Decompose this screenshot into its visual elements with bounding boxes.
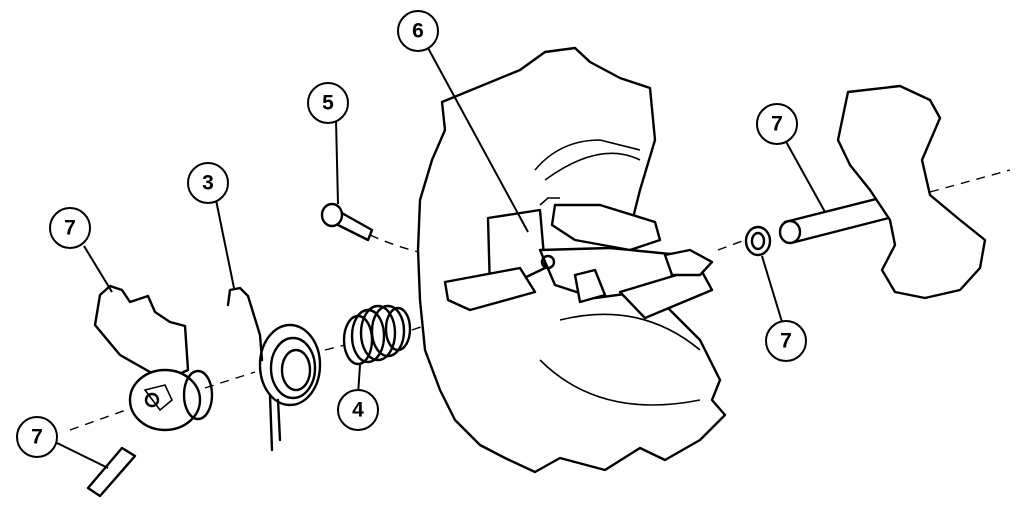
torsion-spring bbox=[226, 286, 322, 452]
leader-lines bbox=[54, 47, 826, 469]
callout-label: 5 bbox=[322, 92, 334, 115]
roll-pin bbox=[86, 446, 137, 498]
callout-label: 7 bbox=[780, 330, 792, 353]
callout-label: 7 bbox=[64, 217, 76, 240]
callout-label: 7 bbox=[771, 113, 783, 136]
callout-label: 3 bbox=[202, 172, 214, 195]
callout-6: 6 bbox=[397, 10, 439, 52]
callout-label: 6 bbox=[412, 20, 424, 43]
callout-4: 4 bbox=[337, 389, 379, 431]
callout-7-top-left: 7 bbox=[49, 207, 91, 249]
callout-7-washer: 7 bbox=[765, 320, 807, 362]
latch-bracket bbox=[443, 197, 714, 320]
callout-5: 5 bbox=[307, 82, 349, 124]
callout-3: 3 bbox=[187, 162, 229, 204]
handle-lever bbox=[836, 84, 987, 300]
callout-label: 7 bbox=[31, 426, 43, 449]
cam-lever bbox=[93, 284, 214, 432]
bolt bbox=[320, 202, 374, 242]
callout-label: 4 bbox=[352, 399, 364, 422]
callout-7-bottom-left: 7 bbox=[16, 416, 58, 458]
callout-7-top-right: 7 bbox=[756, 103, 798, 145]
washer bbox=[744, 225, 772, 257]
compression-spring bbox=[342, 304, 412, 366]
